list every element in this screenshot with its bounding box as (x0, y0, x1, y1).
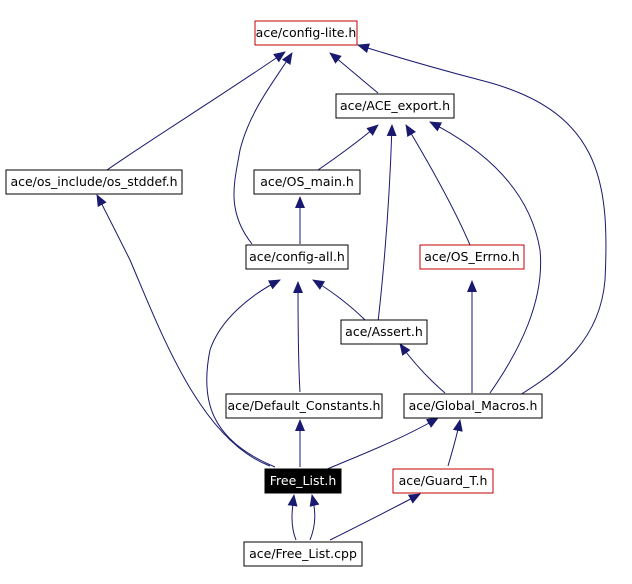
edge-free-list-cpp-to-free-list-h (287, 494, 298, 541)
node-free-list-h-label: Free_List.h (270, 473, 337, 488)
edge-free-list-h-to-config-all (206, 279, 281, 468)
node-os-errno[interactable]: ace/OS_Errno.h (419, 244, 525, 270)
node-global-macros[interactable]: ace/Global_Macros.h (403, 393, 543, 419)
edge-free-list-cpp-to-guard-t (329, 493, 421, 541)
node-os-main-label: ace/OS_main.h (260, 174, 354, 189)
edge-os-main-to-ace-export (317, 124, 379, 171)
edge-os-stddef-to-config-lite (106, 51, 286, 171)
edge-guard-t-to-global-macros (447, 419, 463, 467)
edge-default-constants-to-config-all (293, 281, 304, 393)
node-config-all-label: ace/config-all.h (249, 249, 345, 264)
edge-assert-to-ace-export (377, 124, 397, 323)
node-guard-t-label: ace/Guard_T.h (399, 473, 488, 488)
edge-free-list-h-to-global-macros (324, 417, 439, 471)
node-default-constants-label: ace/Default_Constants.h (228, 398, 381, 413)
node-free-list-h[interactable]: Free_List.h (264, 468, 342, 494)
node-os-stddef[interactable]: ace/os_include/os_stddef.h (5, 169, 183, 195)
node-free-list-cpp[interactable]: ace/Free_List.cpp (243, 541, 363, 567)
edge-free-list-cpp-to-free-list-h-2 (309, 494, 320, 541)
node-default-constants[interactable]: ace/Default_Constants.h (225, 393, 383, 419)
edge-os-errno-to-ace-export (405, 124, 471, 246)
edge-ace-export-to-config-lite (329, 52, 379, 94)
node-assert-label: ace/Assert.h (345, 324, 423, 339)
edge-global-macros-to-ace-export (429, 121, 542, 394)
edge-global-macros-to-config-lite (357, 43, 607, 396)
node-ace-export[interactable]: ace/ACE_export.h (335, 93, 455, 119)
node-ace-export-label: ace/ACE_export.h (340, 98, 450, 113)
edge-config-all-to-config-lite (233, 52, 293, 245)
node-config-all[interactable]: ace/config-all.h (245, 244, 349, 270)
node-config-lite[interactable]: ace/config-lite.h (254, 20, 358, 46)
node-os-main[interactable]: ace/OS_main.h (253, 169, 361, 195)
node-os-stddef-label: ace/os_include/os_stddef.h (10, 174, 177, 189)
edge-global-macros-to-assert (399, 343, 446, 394)
node-config-lite-label: ace/config-lite.h (256, 25, 357, 40)
node-free-list-cpp-label: ace/Free_List.cpp (249, 546, 357, 561)
node-os-errno-label: ace/OS_Errno.h (424, 249, 519, 264)
node-global-macros-label: ace/Global_Macros.h (409, 398, 538, 413)
node-guard-t[interactable]: ace/Guard_T.h (392, 468, 494, 494)
node-assert[interactable]: ace/Assert.h (340, 319, 428, 345)
edge-free-list-h-to-os-stddef (96, 194, 271, 467)
edge-assert-to-config-all (312, 279, 366, 321)
